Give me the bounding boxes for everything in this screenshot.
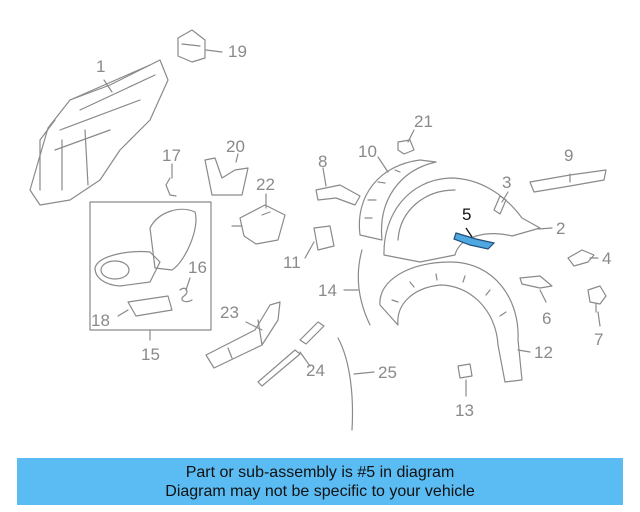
callout-9: 9 (564, 146, 573, 165)
callout-13: 13 (455, 401, 474, 420)
part-12-liner (379, 261, 523, 383)
callout-19: 19 (228, 42, 247, 61)
callout-6: 6 (542, 309, 551, 328)
parts-diagram: 1 2 3 4 5 6 7 8 9 10 11 12 13 14 15 16 1… (29, 29, 611, 431)
info-banner: Part or sub-assembly is #5 in diagram Di… (17, 458, 623, 505)
part-8-hinge (315, 184, 361, 206)
callout-11: 11 (283, 253, 301, 272)
callout-10: 10 (358, 142, 377, 161)
part-17-clip (165, 177, 177, 197)
part-10-flare (358, 159, 437, 241)
part-22-actuator (231, 204, 286, 245)
callout-20: 20 (226, 137, 245, 156)
callout-15: 15 (141, 345, 160, 364)
part-16-spring (179, 287, 193, 303)
callout-2: 2 (556, 219, 565, 238)
part-5-highlighted (453, 227, 496, 250)
part-9-trim (529, 169, 607, 193)
part-18-pad (127, 295, 173, 317)
callout-5: 5 (462, 205, 471, 224)
part-13-clip (457, 363, 473, 379)
part-21-grommet (397, 139, 415, 155)
callout-22: 22 (256, 175, 275, 194)
callout-18: 18 (91, 311, 110, 330)
part-25-strip (337, 337, 354, 431)
callout-14: 14 (318, 281, 337, 300)
callout-25: 25 (378, 363, 397, 382)
leader-lines (103, 49, 601, 397)
part-11-cover (313, 225, 335, 251)
callout-21: 21 (414, 112, 433, 131)
part-7-clip (587, 285, 607, 313)
fuel-door-assembly (94, 208, 197, 287)
callout-24: 24 (306, 361, 325, 380)
part-20-bracket (204, 157, 249, 196)
callout-7: 7 (594, 330, 603, 349)
callout-3: 3 (502, 173, 511, 192)
callout-labels: 1 2 3 4 5 6 7 8 9 10 11 12 13 14 15 16 1… (91, 42, 611, 420)
part-19-bracket (177, 29, 206, 63)
callout-4: 4 (602, 249, 611, 268)
part-14-seal (357, 249, 371, 326)
part-24-strip (257, 321, 325, 387)
callout-12: 12 (534, 343, 553, 362)
callout-8: 8 (318, 152, 327, 171)
banner-line-disclaimer: Diagram may not be specific to your vehi… (165, 482, 475, 500)
callout-16: 16 (188, 258, 207, 277)
part-3-bracket (493, 195, 507, 215)
callout-23: 23 (220, 303, 239, 322)
part-6-trim (519, 275, 553, 289)
part-1-quarter-panel (29, 59, 169, 206)
callout-17: 17 (162, 146, 181, 165)
banner-line-part: Part or sub-assembly is #5 in diagram (185, 463, 455, 481)
part-23-shield (205, 301, 281, 369)
callout-1: 1 (96, 57, 105, 76)
